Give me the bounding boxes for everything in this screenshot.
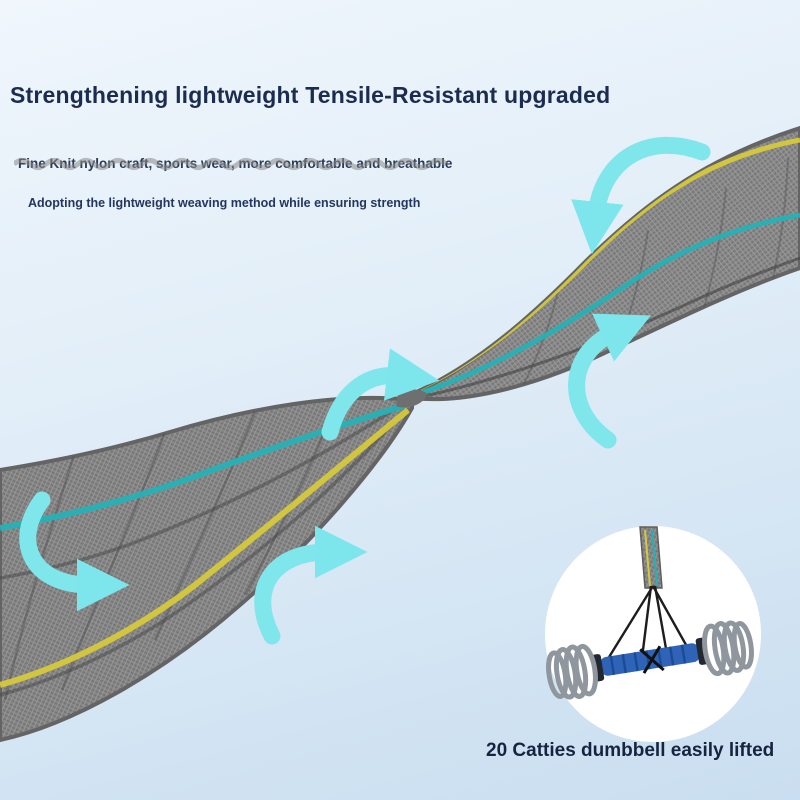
inset-circle <box>545 526 761 742</box>
twist-arrows <box>19 136 711 645</box>
stripe-yellow-left <box>0 407 410 688</box>
dumbbell-spring-icon <box>546 620 754 700</box>
stripe-teal-right <box>417 212 800 397</box>
twist-arrow-icon-left <box>19 491 130 612</box>
inset-strap <box>639 526 663 589</box>
cord-knot <box>639 645 665 674</box>
inset-caption: 20 Catties dumbbell easily lifted <box>486 740 775 761</box>
twist-arrow-icon-top-right <box>571 136 711 255</box>
subtitle-line2: Adopting the lightweight weaving method … <box>28 196 421 210</box>
strap-twist-pinch <box>396 389 428 408</box>
spring-right <box>702 620 754 677</box>
spring-left <box>546 643 598 700</box>
strap-left <box>0 395 414 743</box>
twist-arrow-icon-bottom-center <box>254 525 368 645</box>
page-title: Strengthening lightweight Tensile-Resist… <box>10 82 611 108</box>
subtitle-line1: Fine Knit nylon craft, sports wear, more… <box>18 156 453 171</box>
twist-arrow-icon-right-middle <box>568 313 651 449</box>
stripe-teal-left <box>0 401 411 531</box>
inset-dumbbell <box>545 526 761 742</box>
strap-right <box>396 125 800 408</box>
strap-left-plaid <box>0 397 412 701</box>
twist-arrow-icon-center <box>321 348 440 441</box>
